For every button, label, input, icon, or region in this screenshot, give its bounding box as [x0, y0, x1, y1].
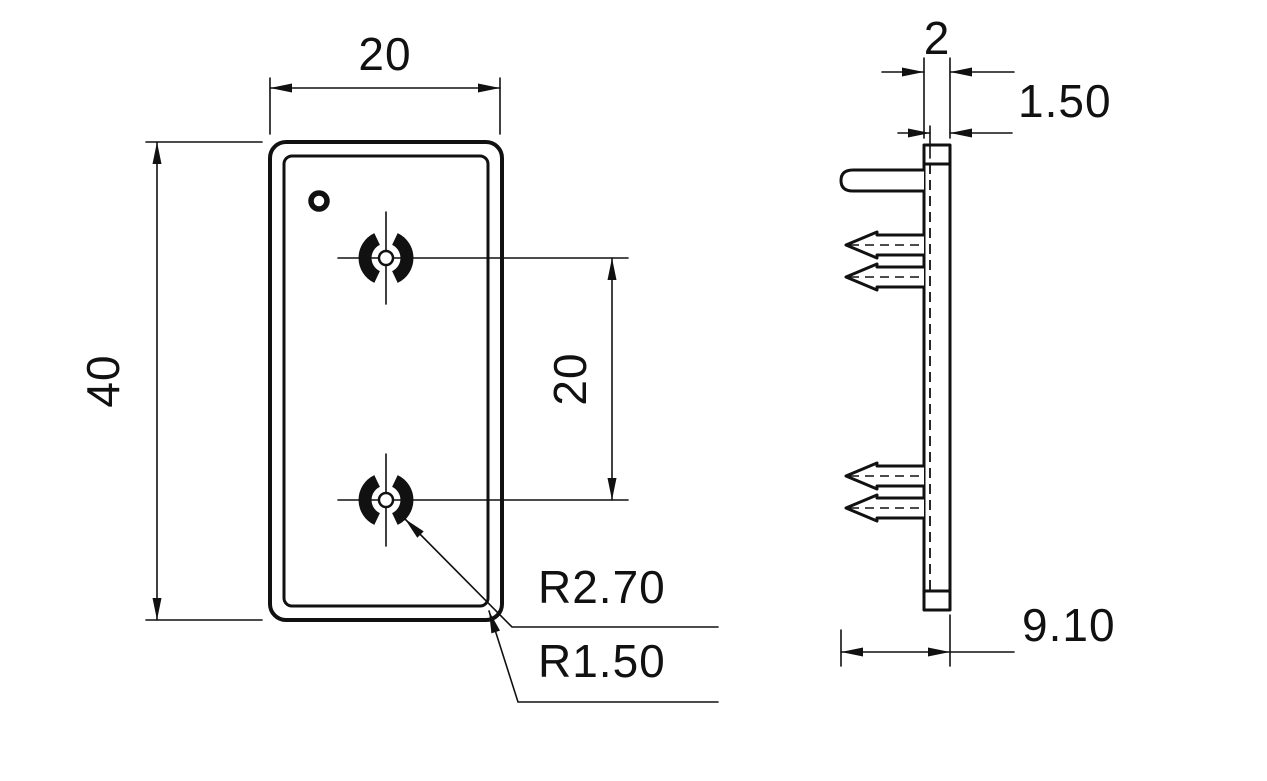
hole-center [377, 491, 395, 509]
radius-ring-callout: R2.70 [404, 518, 719, 628]
pilot-hole [308, 190, 330, 212]
hole-center [377, 249, 395, 267]
arrowhead-up [152, 142, 162, 164]
side-view: 2 1.50 9.10 [839, 12, 1116, 667]
hole-ring-arc [391, 475, 414, 525]
dim-hole-spacing-label: 20 [544, 352, 596, 405]
arrowhead-left [270, 83, 292, 93]
front-view: 20 40 20 R2.70 [77, 28, 719, 703]
dim-depth: 9.10 [840, 599, 1116, 667]
arrowhead-left [950, 128, 972, 138]
dim-depth-label: 9.10 [1022, 599, 1116, 651]
flat-tab [839, 168, 926, 193]
dim-height-label: 40 [77, 354, 129, 407]
arrowhead-left [841, 647, 863, 657]
dim-lip: 1.50 [897, 75, 1112, 159]
dim-width-label: 20 [358, 28, 411, 80]
radius-corner-label: R1.50 [538, 635, 666, 687]
leader-line [488, 610, 719, 703]
leader-line [404, 518, 719, 628]
arrowhead-leader [405, 519, 424, 538]
snap-hole-top [337, 211, 629, 305]
arrowhead-right [902, 67, 924, 77]
dim-hole-spacing: 20 [544, 257, 617, 501]
arrowhead-right [478, 83, 500, 93]
arrowhead-leader [489, 611, 500, 634]
radius-corner-callout: R1.50 [488, 610, 719, 703]
snap-peg-group-bottom [844, 461, 926, 523]
snap-hole-bottom [337, 453, 629, 547]
dim-lip-label: 1.50 [1018, 75, 1112, 127]
hole-ring-arc [358, 475, 381, 525]
snap-peg-group-top [844, 230, 926, 292]
arrowhead-up [607, 258, 617, 280]
side-plate-outline [922, 143, 952, 612]
arrowhead-down [607, 478, 617, 500]
dim-height: 40 [77, 141, 263, 621]
front-inner-outline [282, 154, 490, 608]
arrowhead-left [950, 67, 972, 77]
radius-ring-label: R2.70 [538, 561, 666, 613]
arrowhead-down [152, 598, 162, 620]
arrowhead-right [908, 128, 930, 138]
dim-width: 20 [269, 28, 501, 135]
hole-ring-arc [358, 233, 381, 283]
arrowhead-right [928, 647, 950, 657]
dim-thickness: 2 [881, 12, 1015, 139]
dim-thickness-label: 2 [924, 12, 951, 64]
hole-ring-arc [391, 233, 414, 283]
